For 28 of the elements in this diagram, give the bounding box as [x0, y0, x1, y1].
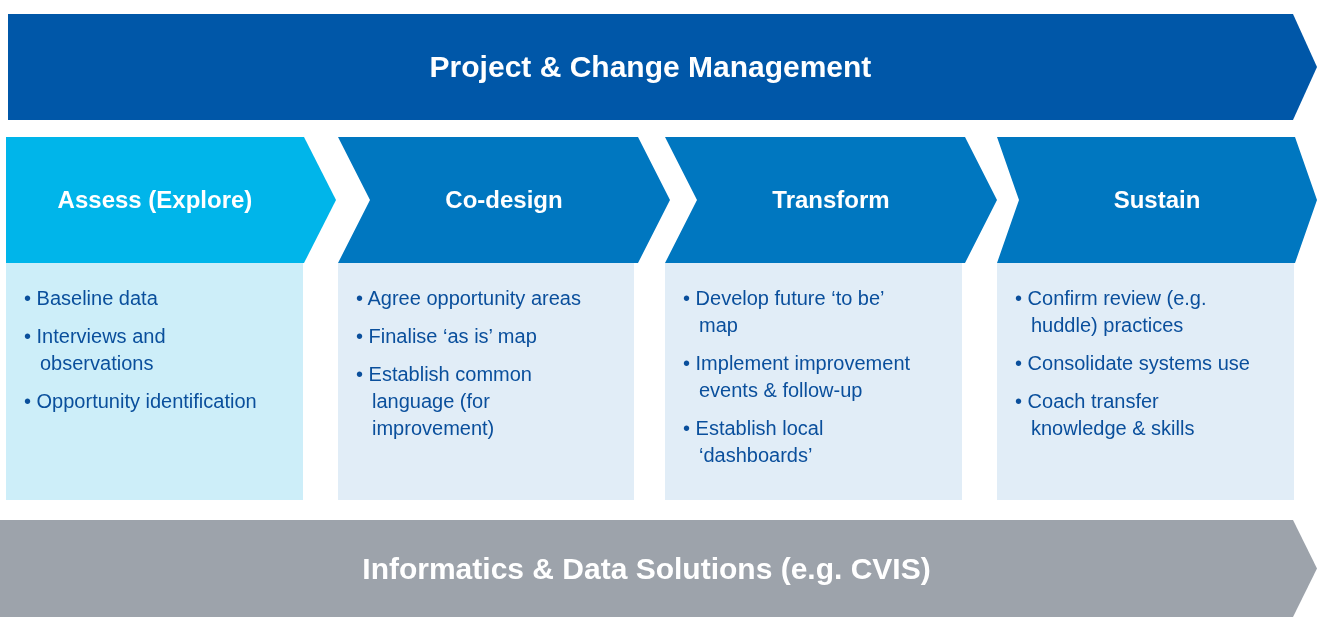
text-panel — [665, 263, 962, 500]
header-banner — [0, 520, 1317, 617]
bullet-item: • Establish common language (for improvement) — [356, 362, 533, 441]
text-panel — [997, 263, 1294, 500]
bullet-item: • Baseline data — [24, 286, 159, 311]
header-banner — [8, 14, 1317, 120]
bullet-item: • Coach transfer knowledge & skills — [1015, 389, 1196, 441]
bullet-item: • Interviews and observations — [24, 324, 167, 376]
phase-title: Sustain — [1112, 186, 1202, 214]
text-panel — [6, 263, 303, 500]
phase-title: Transform — [771, 186, 891, 214]
phase-header — [997, 137, 1317, 263]
phase-title: Co-design — [444, 186, 564, 214]
band-title: Informatics & Data Solutions (e.g. CVIS) — [361, 551, 932, 586]
bullet-item: • Confirm review (e.g. huddle) practices — [1015, 286, 1208, 338]
text-panel — [338, 263, 634, 500]
bullet-item: • Develop future ‘to be’ map — [683, 286, 885, 338]
band-title: Project & Change Management — [428, 50, 873, 84]
phase-header — [338, 137, 670, 263]
phase-title: Assess (Explore) — [56, 186, 254, 214]
bullet-item: • Establish local ‘dashboards’ — [683, 416, 825, 468]
phase-header — [6, 137, 336, 263]
bullet-item: • Opportunity identification — [24, 389, 258, 414]
bullet-item: • Finalise ‘as is’ map — [356, 324, 538, 349]
bullet-item: • Implement improvement events & follow-up — [683, 351, 912, 403]
bullet-item: • Agree opportunity areas — [356, 286, 582, 311]
bullet-item: • Consolidate systems use — [1015, 351, 1251, 376]
phase-header — [665, 137, 997, 263]
